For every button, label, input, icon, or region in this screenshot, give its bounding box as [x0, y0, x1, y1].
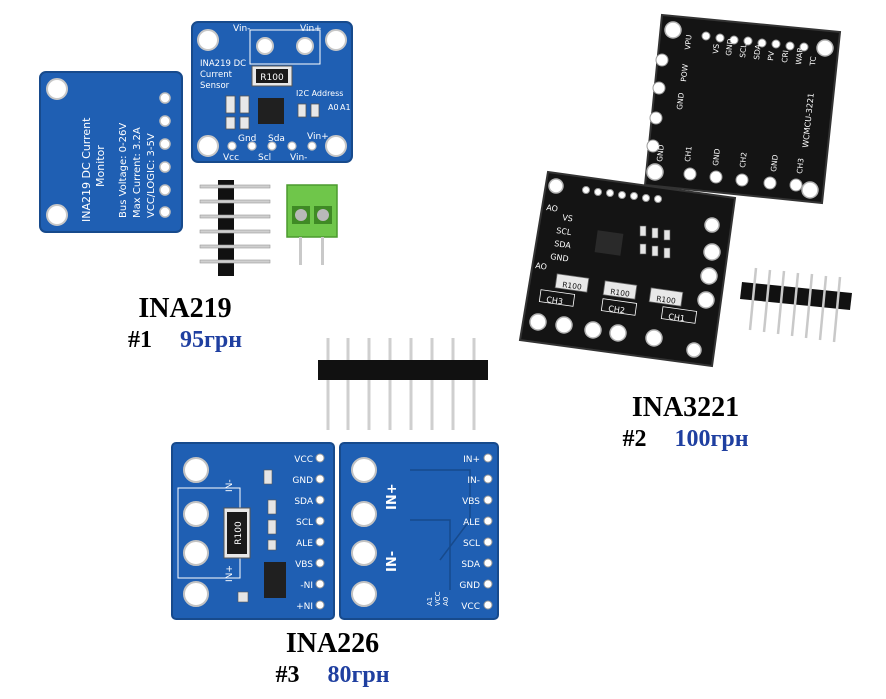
silk-pin: VBS — [462, 497, 480, 507]
silk-front-label: AO — [546, 203, 559, 214]
silk-a1: A1 — [340, 103, 351, 112]
silk-back-in-minus: IN- — [385, 551, 400, 572]
silk-gnd-left: GND — [675, 92, 686, 110]
silk-pin: SCL — [463, 539, 480, 549]
silk-front-label: AO — [535, 261, 548, 272]
silk-bus-voltage: Bus Voltage: 0-26V — [118, 123, 129, 218]
silk-vcc-logic: VCC/LOGIC: 3-5V — [146, 133, 157, 218]
silk-shunt: R100 — [260, 73, 284, 83]
ina226-back-board: IN+ IN- IN+ IN- VBS ALE SCL SDA GND VCC … — [339, 442, 499, 620]
product-name: INA219 — [138, 293, 232, 324]
silk-vin-plus-side: Vin+ — [307, 132, 329, 142]
silk-pin: VS — [711, 43, 721, 54]
silk-pin: GND — [724, 38, 735, 56]
silk-vin-minus-bottom: Vin- — [290, 153, 307, 163]
silk-bottom: GND — [711, 148, 722, 166]
silk-back-title: INA219 DC Current — [80, 117, 93, 222]
silk-pin: VCC — [461, 602, 480, 612]
ina3221-pin-header — [740, 267, 852, 343]
silk-sda: Sda — [268, 134, 285, 144]
product-number: #2 — [622, 426, 647, 452]
silk-back-title2: Monitor — [94, 145, 107, 187]
silk-shunt: R100 — [234, 521, 244, 545]
ina226-front-board: R100 IN- IN+ VCC GND SDA SCL ALE VBS -NI… — [171, 442, 335, 620]
silk-front-label: SDA — [554, 239, 572, 250]
silk-pin: TC — [808, 56, 818, 67]
silk-pin: SDA — [752, 43, 763, 60]
caption-ina3221: INA3221 #2 100грн — [598, 392, 773, 454]
ina219-front-board: Vin- Vin+ INA219 DC Current Sensor R100 … — [191, 21, 353, 163]
silk-pin: PV — [766, 50, 776, 61]
silk-channel: CH2 — [608, 304, 626, 315]
product-price: 100грн — [674, 426, 749, 452]
silk-pin: SCL — [738, 42, 749, 58]
silk-max-current: Max Current: 3.2A — [132, 127, 143, 218]
silk-vcc: Vcc — [223, 153, 239, 163]
ina3221-back-board: VPU VS GND SCL SDA PV CRI WAR TC POW GND… — [643, 13, 842, 205]
silk-front-title2: Current — [200, 70, 233, 80]
ina226-pin-header — [318, 338, 488, 430]
silk-channel: CH3 — [546, 295, 564, 306]
silk-i2c: I2C Address — [296, 89, 343, 98]
silk-pin: -NI — [300, 581, 313, 591]
silk-shunt: R100 — [610, 287, 631, 299]
silk-pin: CRI — [780, 50, 790, 64]
silk-shunt: R100 — [656, 294, 677, 306]
silk-pin: ALE — [463, 518, 480, 528]
silk-addr: A1 — [426, 597, 434, 606]
silk-bottom: CH3 — [795, 157, 806, 174]
silk-pin: VBS — [295, 560, 313, 570]
silk-a0: A0 — [328, 103, 339, 112]
silk-front-label: VS — [562, 213, 574, 223]
product-name: INA3221 — [631, 392, 740, 423]
silk-bottom: CH1 — [683, 145, 694, 162]
silk-pin: IN+ — [463, 455, 480, 465]
ina219-screw-terminal — [286, 184, 338, 265]
product-price: 80грн — [327, 662, 390, 688]
silk-vin-minus-top: Vin- — [233, 24, 250, 34]
silk-bottom: GND — [655, 144, 666, 162]
silk-vin-plus-top: Vin+ — [300, 24, 322, 34]
caption-ina219: INA219 #1 95грн — [110, 293, 260, 355]
silk-pin: ALE — [296, 539, 313, 549]
ina3221-front-board: AO VS SCL SDA GND AO R100 R100 R100 CH3 … — [518, 170, 737, 368]
ina219-back-board: INA219 DC Current Monitor Bus Voltage: 0… — [39, 71, 183, 233]
ina219-pin-header — [199, 180, 271, 276]
silk-addr: A0 — [442, 597, 450, 606]
silk-pin: GND — [292, 476, 313, 486]
silk-shunt: R100 — [562, 280, 583, 292]
silk-front-title3: Sensor — [200, 81, 230, 91]
silk-front-label: SCL — [556, 226, 573, 237]
silk-pin: SCL — [296, 518, 313, 528]
silk-front-title: INA219 DC — [200, 59, 246, 69]
silk-pin: +NI — [296, 602, 313, 612]
silk-bottom: CH2 — [738, 151, 749, 168]
silk-addr: VCC — [434, 591, 442, 606]
silk-channel: CH1 — [668, 312, 686, 323]
silk-pin: SDA — [294, 497, 313, 507]
silk-bottom: GND — [769, 154, 780, 172]
silk-pin: VCC — [294, 455, 313, 465]
caption-ina226: INA226 #3 80грн — [250, 628, 415, 690]
product-number: #3 — [275, 662, 300, 688]
product-number: #1 — [127, 327, 152, 353]
silk-pin: SDA — [461, 560, 480, 570]
silk-scl: Scl — [258, 153, 271, 163]
silk-pin: WAR — [794, 47, 805, 65]
silk-back-in-plus: IN+ — [385, 483, 400, 510]
silk-front-label: GND — [550, 252, 569, 263]
product-price: 95грн — [179, 327, 243, 353]
silk-gnd: Gnd — [238, 134, 256, 144]
product-name: INA226 — [285, 628, 380, 659]
silk-in-plus: IN+ — [225, 565, 235, 582]
silk-pin: VPU — [683, 34, 694, 50]
silk-pow: POW — [679, 63, 690, 82]
silk-in-minus: IN- — [225, 479, 235, 492]
silk-pin: GND — [459, 581, 480, 591]
silk-pin: IN- — [467, 476, 480, 486]
